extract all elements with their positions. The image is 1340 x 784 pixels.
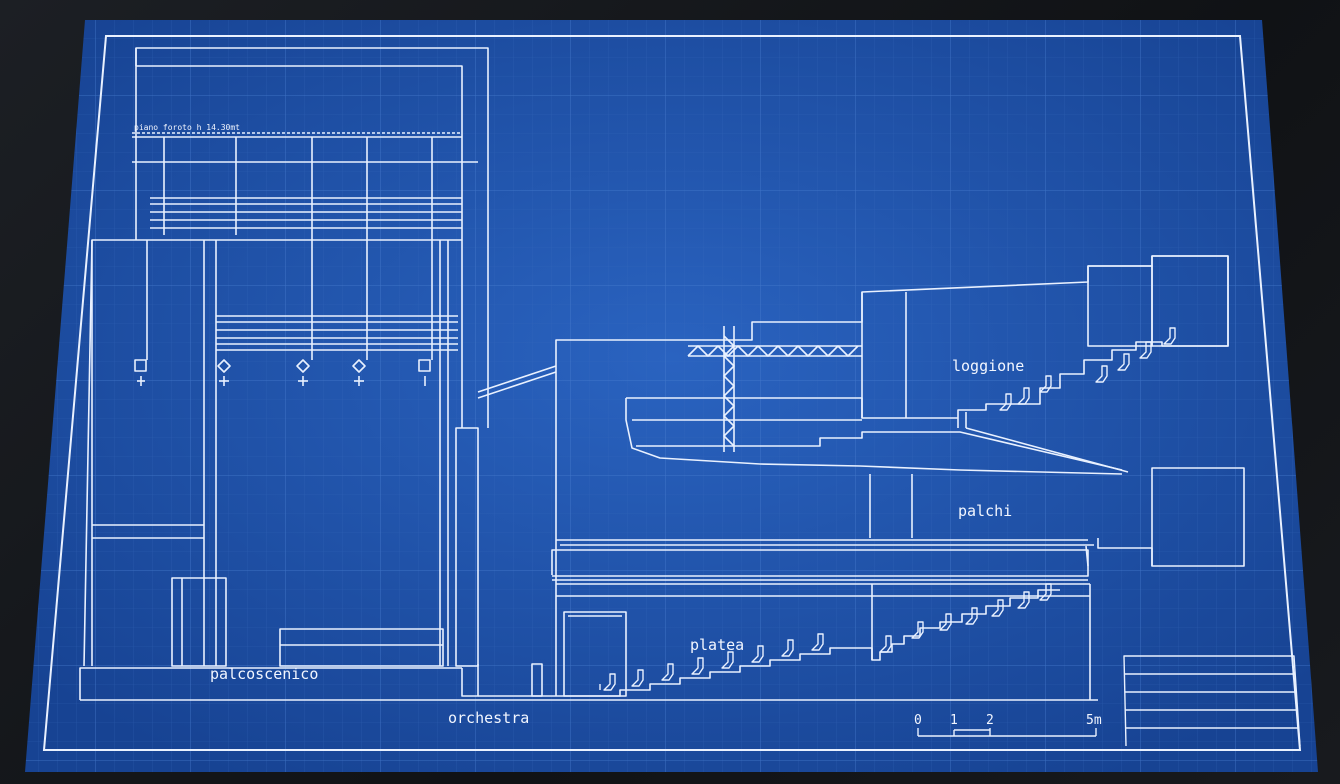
scale-tick-label: 5m <box>1086 713 1102 728</box>
boxes-label: palchi <box>958 502 1012 520</box>
gallery-label: loggione <box>952 357 1024 375</box>
auditorium <box>478 255 1245 700</box>
stalls-label: platea <box>690 636 744 654</box>
stage-label: palcoscenico <box>210 665 318 683</box>
scale-tick-label: 2 <box>986 713 994 728</box>
sheet-frame <box>42 35 1302 751</box>
seats <box>599 327 1176 691</box>
orchestra-label: orchestra <box>448 709 529 727</box>
scale-bar <box>917 728 1097 737</box>
fly-level-label: piano foroto h 14.30mt <box>134 123 240 132</box>
scale-tick-label: 0 <box>914 713 922 728</box>
title-block <box>1123 655 1301 747</box>
scale-tick-label: 1 <box>950 713 958 728</box>
drawing <box>79 47 1301 747</box>
stage-house <box>79 47 1098 701</box>
